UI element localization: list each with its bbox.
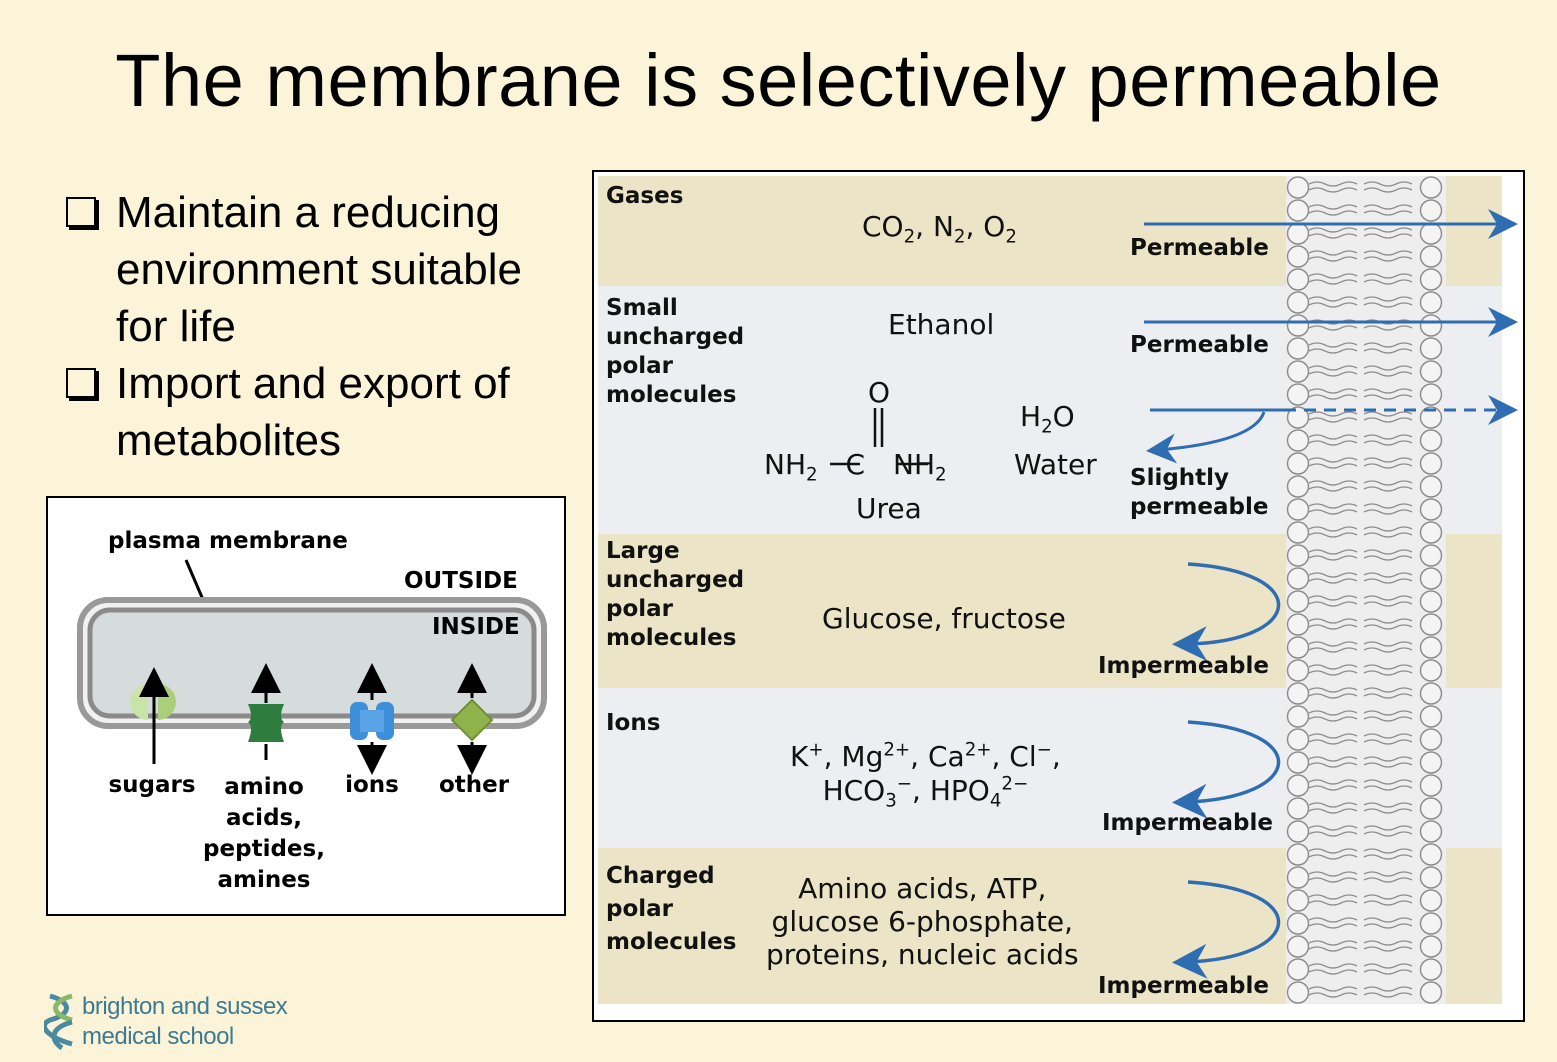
cell-diagram-drawing	[77, 559, 547, 775]
row-label-line: molecules	[606, 929, 737, 955]
charged-polar-molecules: Amino acids, ATP, glucose 6-phosphate, p…	[766, 872, 1079, 971]
large-impermeable-arrow	[1172, 562, 1281, 662]
other-transporter-icon	[450, 663, 494, 775]
tag-line: Slightly	[1130, 465, 1230, 491]
amino-acids-label-line: acids,	[226, 805, 302, 831]
row-label-line: uncharged	[606, 324, 745, 350]
membrane-pointer-line	[184, 559, 206, 603]
other-label: other	[438, 772, 510, 798]
ethanol-label: Ethanol	[888, 308, 995, 341]
charged-impermeable-arrow	[1172, 880, 1281, 979]
ions-row-label: Ions	[606, 710, 661, 736]
cell-transport-diagram: plasma membrane OUTSIDE INSIDE sugars am…	[46, 496, 566, 916]
row-label-line: uncharged	[606, 567, 745, 593]
ions-molecules: K+, Mg2+, Ca2+, Cl−, HCO3−, HPO42−	[790, 739, 1061, 812]
molecule-line: Amino acids, ATP,	[798, 872, 1047, 905]
checkbox-bullet-icon	[66, 368, 96, 398]
permeability-drawing	[830, 176, 1518, 1004]
water-formula: H2O	[1020, 400, 1075, 438]
plasma-membrane-label: plasma membrane	[108, 528, 348, 554]
row-label-line: Small	[606, 295, 678, 321]
large-polar-row-label: Large uncharged polar molecules	[606, 537, 744, 653]
bullet-item: Maintain a reducing environment suitable…	[62, 184, 582, 355]
bullet-text: Maintain a reducing environment suitable…	[116, 188, 523, 351]
cell-inner-membrane	[87, 607, 537, 719]
molecule-line: proteins, nucleic acids	[766, 938, 1079, 971]
permeable-tag: Permeable	[1130, 332, 1269, 358]
row-label-line: Charged	[606, 863, 715, 889]
row-label-line: polar	[606, 596, 674, 622]
row-label-line: molecules	[606, 382, 737, 408]
impermeable-tag: Impermeable	[1098, 973, 1269, 999]
bullet-list: Maintain a reducing environment suitable…	[62, 184, 582, 469]
ions-impermeable-arrow	[1172, 720, 1281, 819]
sugar-transporter-icon	[130, 667, 176, 764]
inside-label: INSIDE	[432, 614, 520, 640]
row-label-line: molecules	[606, 625, 737, 651]
amino-acids-label: amino acids, peptides, amines	[203, 772, 325, 896]
sugars-label: sugars	[108, 772, 196, 798]
charged-polar-row-label: Charged polar molecules	[606, 860, 736, 959]
large-polar-molecules: Glucose, fructose	[822, 602, 1066, 635]
gases-row-label: Gases	[606, 183, 684, 209]
tag-line: permeable	[1130, 494, 1269, 520]
bullet-item: Import and export of metabolites	[62, 355, 582, 469]
school-logo: brighton and sussex medical school	[44, 992, 304, 1052]
slightly-permeable-tag: Slightly permeable	[1130, 464, 1268, 522]
logo-line: brighton and sussex	[82, 993, 288, 1020]
row-label-line: polar	[606, 896, 674, 922]
bullet-text: Import and export of metabolites	[116, 359, 510, 465]
ion-channel-icon	[350, 663, 394, 775]
urea-oxygen-atom: O	[868, 376, 891, 409]
water-label: Water	[1014, 448, 1097, 481]
gases-molecules: CO2, N2, O2	[862, 210, 1017, 248]
water-reflect-arrow	[1146, 411, 1266, 464]
lipid-bilayer-pattern	[1286, 176, 1446, 1004]
permeability-diagram: Gases Small uncharged polar molecules La…	[592, 170, 1525, 1022]
dna-helix-icon	[44, 993, 73, 1051]
logo-text: brighton and sussex medical school	[82, 992, 288, 1052]
urea-label: Urea	[856, 492, 922, 525]
amino-acids-label-line: amines	[217, 867, 311, 893]
ions-label: ions	[345, 772, 399, 798]
permeable-tag: Permeable	[1130, 235, 1269, 261]
row-label-line: Large	[606, 538, 680, 564]
impermeable-tag: Impermeable	[1098, 653, 1269, 679]
molecule-line: glucose 6-phosphate,	[771, 905, 1074, 938]
impermeable-tag: Impermeable	[1102, 810, 1273, 836]
slide-title: The membrane is selectively permeable	[115, 39, 1442, 122]
amino-acids-label-line: peptides,	[203, 836, 325, 862]
logo-line: medical school	[82, 1023, 234, 1050]
row-label-line: polar	[606, 353, 674, 379]
amino-acid-transporter-icon	[248, 663, 284, 760]
urea-structure: NH2 C NH2	[764, 448, 947, 486]
small-polar-row-label: Small uncharged polar molecules	[606, 294, 744, 410]
checkbox-bullet-icon	[66, 197, 96, 227]
amino-acids-label-line: amino	[224, 774, 304, 800]
outside-label: OUTSIDE	[404, 568, 518, 594]
